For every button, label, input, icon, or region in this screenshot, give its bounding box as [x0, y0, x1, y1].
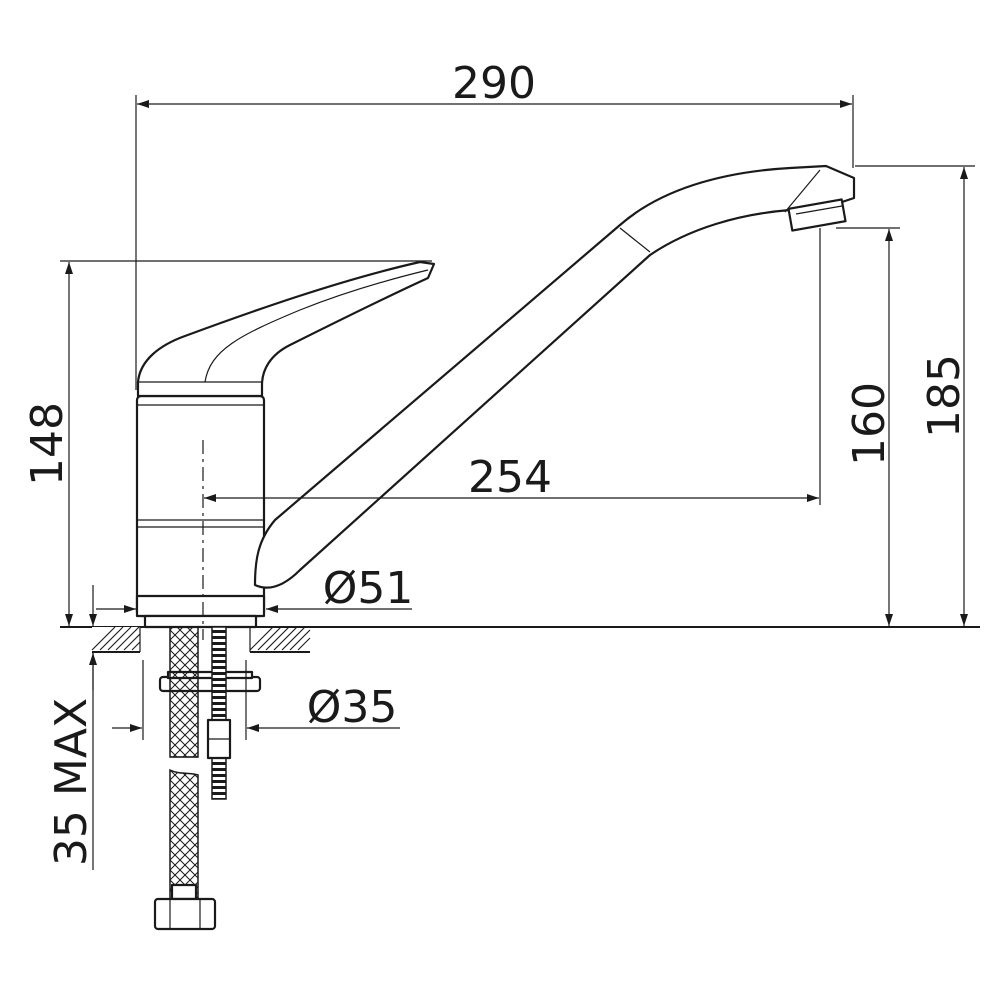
countertop-hatch-right — [249, 626, 311, 651]
dim-hole-diameter: Ø35 — [307, 682, 398, 733]
spout — [253, 164, 856, 589]
dim-overall-width: 290 — [452, 58, 536, 109]
mounting-stud — [206, 626, 232, 800]
dim-spout-height: 160 — [844, 382, 895, 466]
dim-overall-height: 185 — [919, 354, 970, 438]
lever-handle — [136, 260, 436, 398]
dim-deck-thickness: 35 MAX — [46, 698, 97, 866]
supply-hose-left — [169, 626, 199, 901]
dim-base-diameter: Ø51 — [323, 563, 414, 614]
dimension-lines — [60, 95, 975, 870]
countertop-hatch-left — [91, 626, 141, 651]
dim-body-height: 148 — [22, 402, 73, 486]
dim-spout-reach: 254 — [468, 452, 552, 503]
faucet-body — [135, 394, 266, 640]
hose-connector-nut — [153, 883, 217, 931]
